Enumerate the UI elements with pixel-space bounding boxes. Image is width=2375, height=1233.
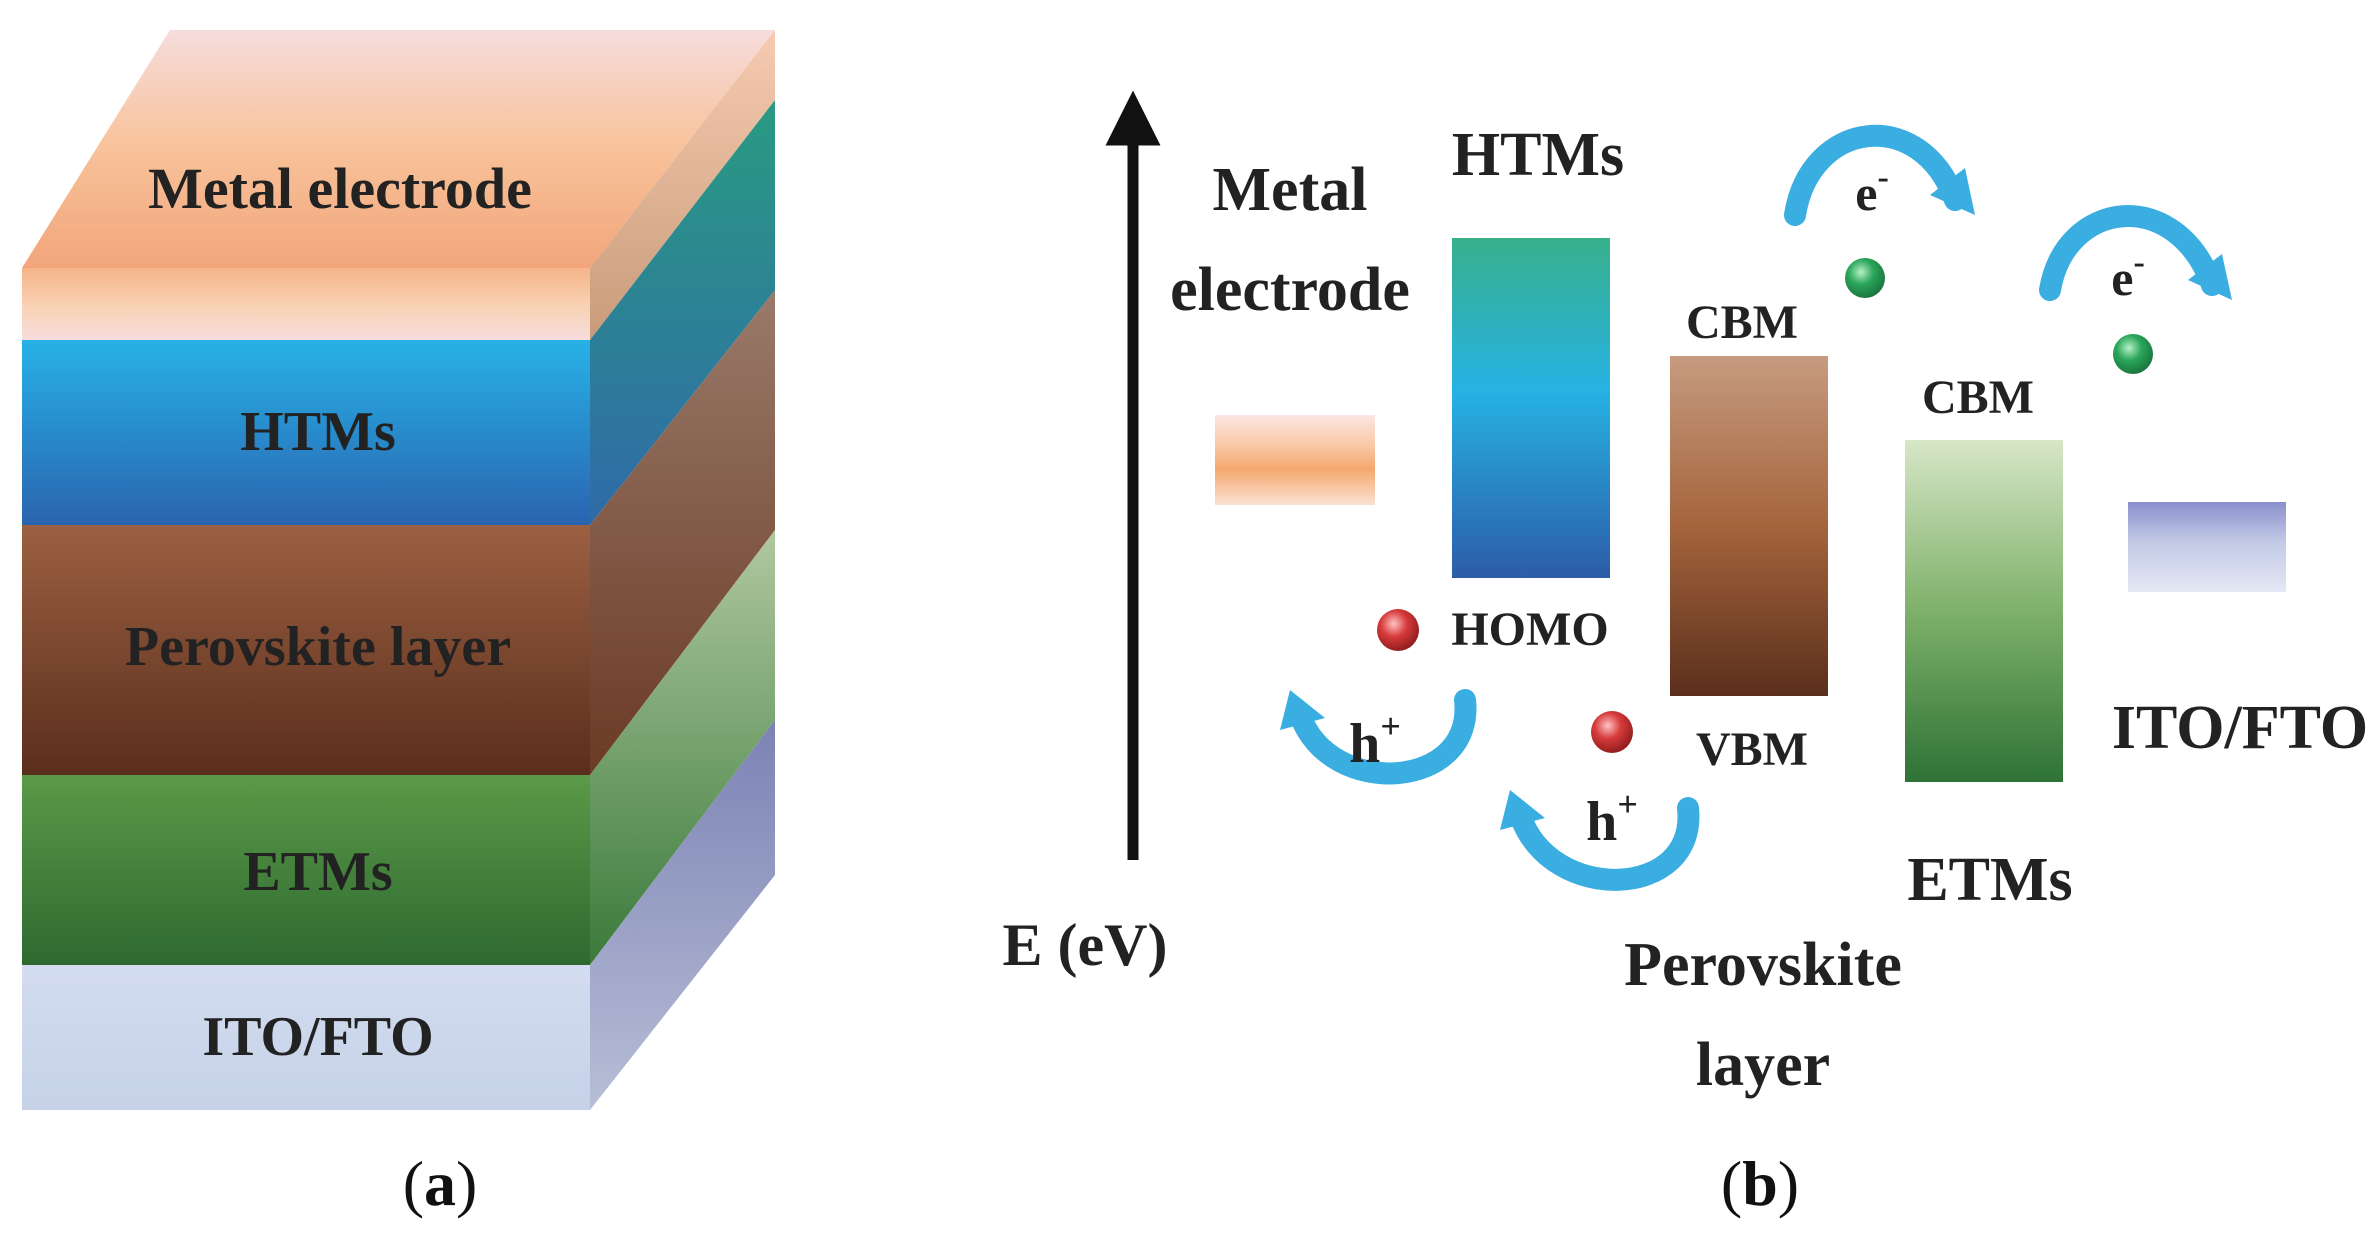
panel-b-diagram: E (eV) Metal electrode HTMs HOMO CBM VBM… <box>1003 90 2368 1099</box>
etm-front-face <box>22 775 590 965</box>
metal-side-face <box>590 30 775 340</box>
perovskite-label-line2: layer <box>1696 1031 1830 1099</box>
homo-label: HOMO <box>1451 603 1608 656</box>
electron-particle-1 <box>1845 258 1885 298</box>
metal-front-face <box>22 268 590 340</box>
svg-text:h+: h+ <box>1586 784 1638 853</box>
electron-arrow-2: e- <box>2039 205 2232 306</box>
perovskite-cbm-label: CBM <box>1686 296 1798 349</box>
caption-a: (a) <box>403 1148 478 1219</box>
layer-label-metal: Metal electrode <box>148 156 532 221</box>
svg-text:e-: e- <box>1855 159 1889 221</box>
hole-particle-1 <box>1377 609 1419 651</box>
svg-text:(a): (a) <box>403 1148 478 1219</box>
electron-arrow-1: e- <box>1784 124 1975 226</box>
layer-label-perovskite: Perovskite layer <box>125 616 511 678</box>
perovskite-side-face <box>590 290 775 775</box>
caption-a-letter: a <box>424 1148 456 1219</box>
etm-band-bar <box>1905 440 2063 782</box>
electron-particle-2 <box>2113 334 2153 374</box>
hole-sup-2: + <box>1617 784 1638 824</box>
electron-sup-1: - <box>1877 159 1888 196</box>
panel-a-stack: Metal electrode HTMs Perovskite layer ET… <box>22 30 775 1110</box>
electron-sup-2: - <box>2133 244 2144 281</box>
htm-front-face <box>22 340 590 525</box>
ito-front-face <box>22 965 590 1110</box>
svg-text:(b): (b) <box>1721 1148 1799 1219</box>
hole-arrow-2: h+ <box>1500 784 1700 891</box>
svg-text:h+: h+ <box>1349 706 1401 775</box>
etm-cbm-label: CBM <box>1922 371 2034 424</box>
metal-label-line1: Metal <box>1213 156 1368 224</box>
energy-axis-label: E (eV) <box>1003 912 1168 978</box>
hole-symbol-1: h <box>1349 713 1380 775</box>
hole-symbol-2: h <box>1586 791 1617 853</box>
metal-top-face <box>22 30 775 268</box>
ito-level-bar <box>2128 502 2286 592</box>
layer-label-htm: HTMs <box>240 401 396 463</box>
perovskite-band-bar <box>1670 356 1828 696</box>
hole-sup-1: + <box>1380 706 1401 746</box>
electron-symbol-1: e <box>1855 165 1877 221</box>
electron-symbol-2: e <box>2111 250 2133 306</box>
layer-label-etm: ETMs <box>243 841 392 903</box>
metal-label-line2: electrode <box>1170 256 1410 324</box>
perovskite-front-face <box>22 525 590 775</box>
ito-label: ITO/FTO <box>2112 694 2368 762</box>
hole-particle-2 <box>1591 711 1633 753</box>
layer-label-ito: ITO/FTO <box>202 1006 433 1068</box>
htm-side-face <box>590 100 775 525</box>
htm-band-bar <box>1452 238 1610 578</box>
svg-text:e-: e- <box>2111 244 2145 306</box>
ito-side-face <box>590 720 775 1110</box>
caption-b: (b) <box>1721 1148 1799 1219</box>
perovskite-label-line1: Perovskite <box>1624 931 1902 999</box>
caption-b-letter: b <box>1742 1148 1778 1219</box>
etm-side-face <box>590 530 775 965</box>
metal-level-bar <box>1215 415 1375 505</box>
etm-label: ETMs <box>1907 846 2072 914</box>
perovskite-vbm-label: VBM <box>1696 723 1808 776</box>
hole-arrow-1: h+ <box>1280 689 1477 785</box>
htm-label: HTMs <box>1452 121 1624 189</box>
